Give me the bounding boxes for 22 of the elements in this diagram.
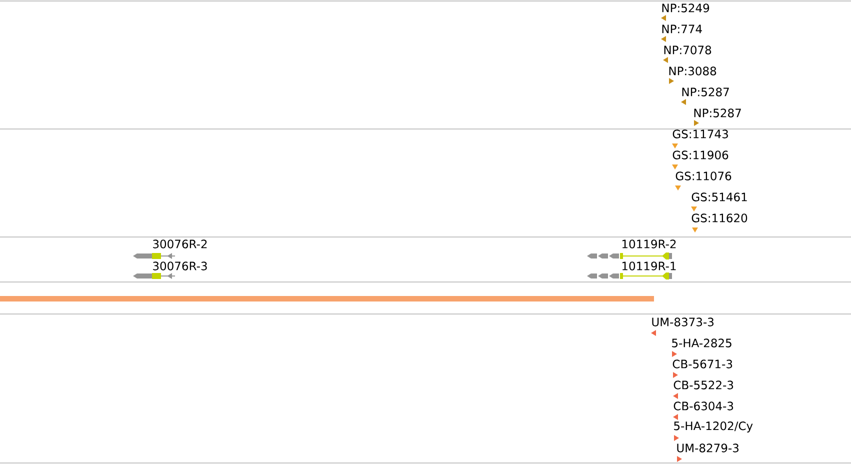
feature-label: CB-5671-3 bbox=[672, 360, 732, 368]
feature-label: GS:11620 bbox=[692, 214, 748, 222]
feature-label: NP:5287 bbox=[682, 88, 729, 96]
feature-label: UM-8279-3 bbox=[677, 444, 738, 452]
feature-label: 10119R-1 bbox=[622, 262, 676, 270]
feature-label: CB-6304-3 bbox=[674, 402, 734, 410]
feature-label: GS:11906 bbox=[672, 150, 728, 160]
feature-label: NP:5287 bbox=[694, 108, 741, 118]
feature-label: UM-8373-3 bbox=[652, 318, 714, 326]
feature-label: GS:11743 bbox=[672, 130, 728, 138]
feature-label: 5-HA-2825 bbox=[672, 338, 732, 348]
feature-label: CB-5522-3 bbox=[674, 380, 734, 390]
feature-label: NP:774 bbox=[662, 24, 702, 34]
feature-label: 5-HA-1202/Cy bbox=[674, 422, 753, 432]
feature-label: 30076R-3 bbox=[153, 262, 207, 270]
feature-label: NP:5249 bbox=[662, 4, 710, 12]
feature-label: NP:7078 bbox=[664, 46, 712, 54]
feature-label: NP:3088 bbox=[669, 66, 716, 76]
feature-label: 10119R-2 bbox=[622, 240, 676, 248]
feature-label: GS:51461 bbox=[692, 192, 747, 202]
feature-label: GS:11076 bbox=[676, 172, 732, 180]
feature-label: 30076R-2 bbox=[153, 240, 207, 248]
